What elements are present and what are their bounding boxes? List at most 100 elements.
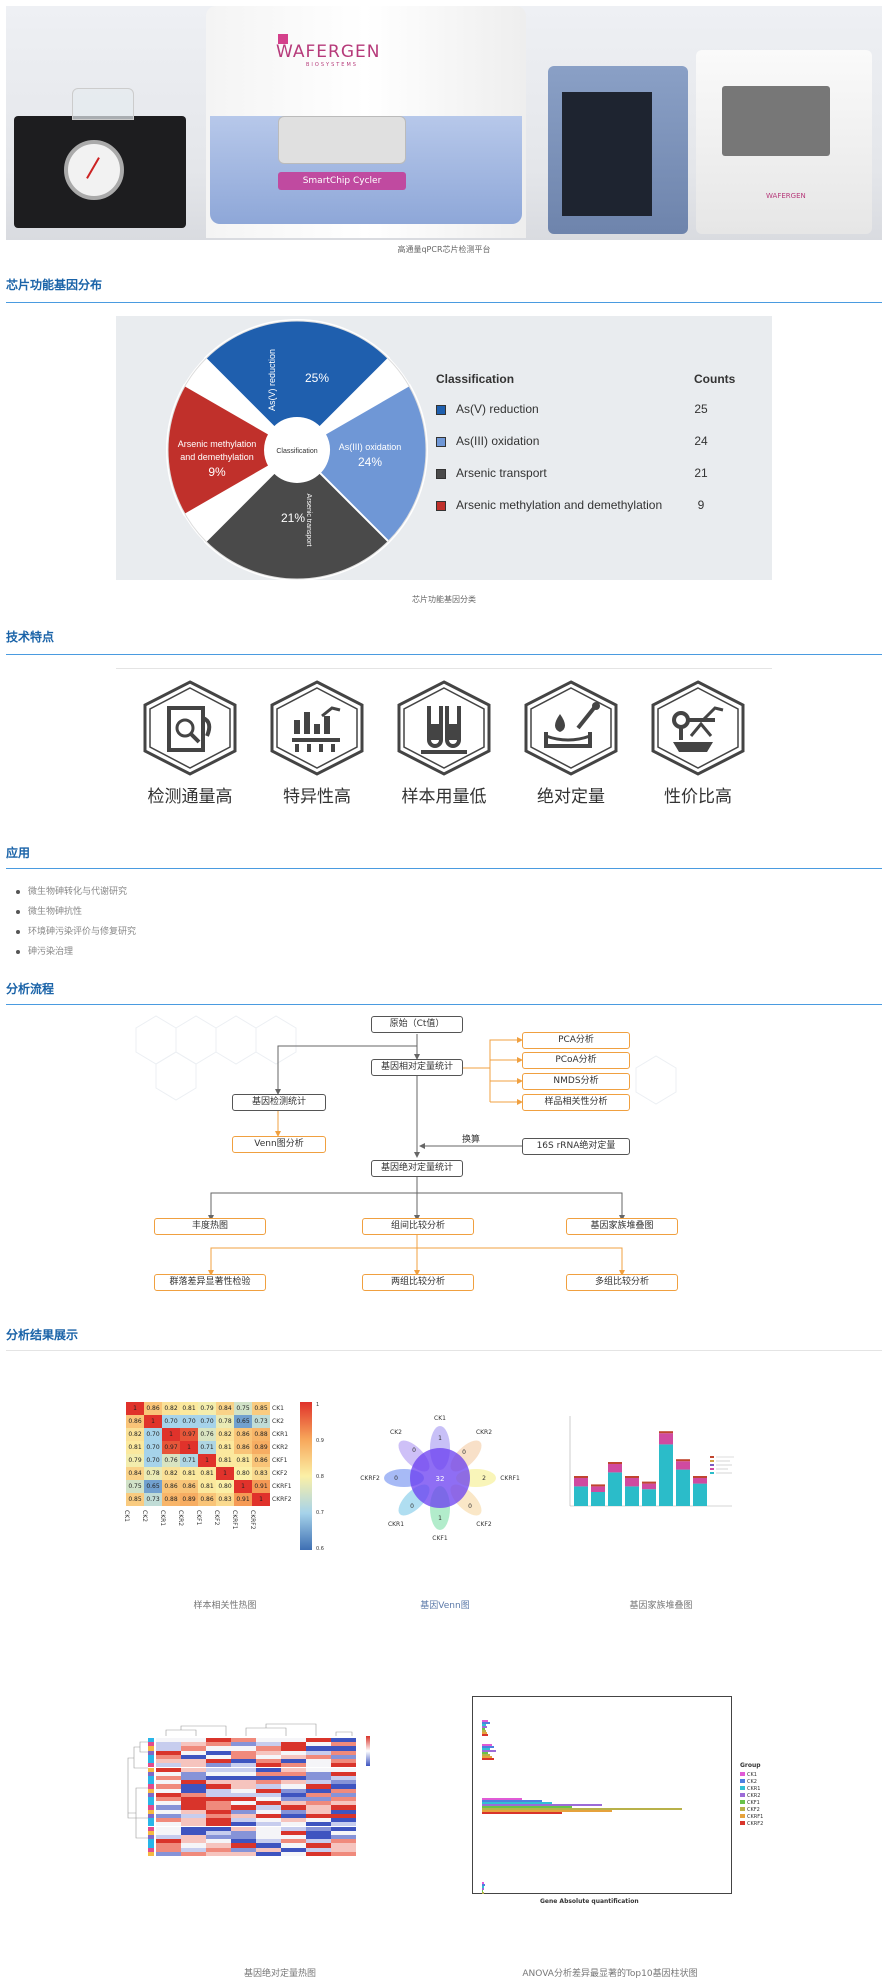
venn-value: 0	[410, 1503, 414, 1510]
slice-label-as3: As(III) oxidation	[339, 442, 402, 452]
feature-item: 检测通量高	[135, 680, 245, 820]
anova-bar	[482, 1884, 485, 1886]
heatmap-cell	[206, 1759, 231, 1764]
heatmap-cell	[256, 1826, 281, 1831]
feature-label: 绝对定量	[537, 787, 605, 807]
correlation-cell: 0.73	[252, 1415, 270, 1428]
correlation-cell: 0.79	[198, 1402, 216, 1415]
heatmap-row-annotation	[148, 1826, 154, 1831]
heatmap-grid	[156, 1738, 356, 1856]
legend-row[interactable]: As(III) oxidation 24	[436, 434, 756, 450]
correlation-cell: 1	[180, 1441, 198, 1454]
feature-item: 样本用量低	[389, 680, 499, 820]
brand-logo: WAFERGEN	[276, 42, 381, 62]
correlation-cell: 0.73	[144, 1493, 162, 1506]
anova-bar	[482, 1804, 602, 1806]
stacked-bars	[574, 1431, 707, 1506]
feature-label: 性价比高	[664, 787, 732, 807]
legend-row[interactable]: As(V) reduction 25	[436, 402, 756, 418]
venn-label: CK2	[390, 1429, 402, 1436]
legend-label: As(III) oxidation	[456, 434, 540, 448]
correlation-cell: 0.70	[198, 1415, 216, 1428]
correlation-cell: 0.70	[144, 1454, 162, 1467]
heatmap-cell	[206, 1771, 231, 1776]
correlation-cell: 0.81	[126, 1441, 144, 1454]
heatmap-cell	[331, 1847, 356, 1852]
stack-segment	[625, 1476, 639, 1478]
heatmap-cell	[206, 1780, 231, 1785]
correlation-cell: 0.70	[144, 1441, 162, 1454]
heatmap-cell	[281, 1851, 306, 1856]
absolute-quant-heatmap	[126, 1722, 386, 1862]
heatmap-cell	[181, 1767, 206, 1772]
flow-node-two-group: 两组比较分析	[362, 1274, 474, 1291]
correlation-cell: 0.85	[126, 1493, 144, 1506]
correlation-color-scale	[300, 1402, 312, 1550]
heatmap-cell	[156, 1746, 181, 1751]
stack-segment	[642, 1481, 656, 1484]
heatmap-row-annotation	[148, 1763, 154, 1768]
bar-chart-specificity-icon	[270, 680, 364, 776]
result-caption: 基因Venn图	[420, 1601, 470, 1611]
heatmap-cell	[156, 1759, 181, 1764]
correlation-col-label: CKF1	[195, 1510, 202, 1526]
heatmap-cell	[331, 1822, 356, 1827]
heatmap-cell	[281, 1813, 306, 1819]
heatmap-cell	[231, 1809, 256, 1814]
legend-row[interactable]: Arsenic transport 21	[436, 466, 756, 482]
heatmap-cell	[231, 1847, 256, 1852]
heatmap-cell	[206, 1809, 231, 1814]
brand-mark	[278, 34, 288, 44]
heatmap-cell	[156, 1792, 181, 1797]
slice-label-transport: Arsenic transport	[305, 494, 312, 547]
heatmap-cell	[281, 1809, 306, 1814]
dropper-quantification-icon	[524, 680, 618, 776]
heatmap-cell	[306, 1780, 331, 1785]
correlation-cell: 0.88	[162, 1493, 180, 1506]
heatmap-cell	[256, 1843, 281, 1848]
anova-bar	[482, 1752, 488, 1754]
correlation-cell: 0.84	[216, 1402, 234, 1415]
heatmap-cell	[256, 1754, 281, 1760]
heatmap-cell	[281, 1830, 306, 1835]
section-title: 芯片功能基因分布	[6, 278, 103, 292]
heatmap-cell	[156, 1797, 181, 1802]
heatmap-cell	[281, 1746, 306, 1751]
heatmap-cell	[181, 1750, 206, 1755]
heatmap-cell	[206, 1843, 231, 1848]
heatmap-cell	[206, 1834, 231, 1840]
heatmap-cell	[306, 1738, 331, 1743]
heatmap-cell	[206, 1822, 231, 1827]
heatmap-row-annotation	[148, 1767, 154, 1772]
heatmap-cell	[306, 1759, 331, 1764]
heatmap-cell	[281, 1754, 306, 1760]
correlation-cell: 0.81	[198, 1480, 216, 1493]
heatmap-cell	[331, 1797, 356, 1802]
correlation-cell: 0.78	[216, 1415, 234, 1428]
heatmap-cell	[331, 1771, 356, 1776]
stack-segment	[642, 1483, 656, 1490]
legend-row[interactable]: Arsenic methylation and demethylation 9	[436, 498, 756, 514]
legend-swatch	[436, 469, 446, 479]
anova-bar	[482, 1812, 562, 1814]
heatmap-cell	[206, 1801, 231, 1806]
blue-instrument-window	[562, 92, 652, 216]
section-divider	[6, 1004, 882, 1005]
heatmap-cell	[156, 1834, 181, 1840]
heatmap-cell	[281, 1847, 306, 1852]
heatmap-cell	[331, 1839, 356, 1844]
correlation-cell: 0.75	[126, 1480, 144, 1493]
heatmap-cell	[181, 1818, 206, 1823]
heatmap-cell	[281, 1771, 306, 1776]
test-tubes-icon	[397, 680, 491, 776]
correlation-cell: 0.71	[180, 1454, 198, 1467]
section-divider	[6, 868, 882, 869]
anova-bar	[482, 1886, 484, 1888]
anova-legend-title: Group	[740, 1762, 761, 1769]
heatmap-cell	[231, 1775, 256, 1781]
correlation-cell: 0.70	[162, 1415, 180, 1428]
heatmap-cell	[181, 1813, 206, 1819]
heatmap-cell	[281, 1834, 306, 1840]
correlation-col-label: CK2	[141, 1510, 148, 1522]
